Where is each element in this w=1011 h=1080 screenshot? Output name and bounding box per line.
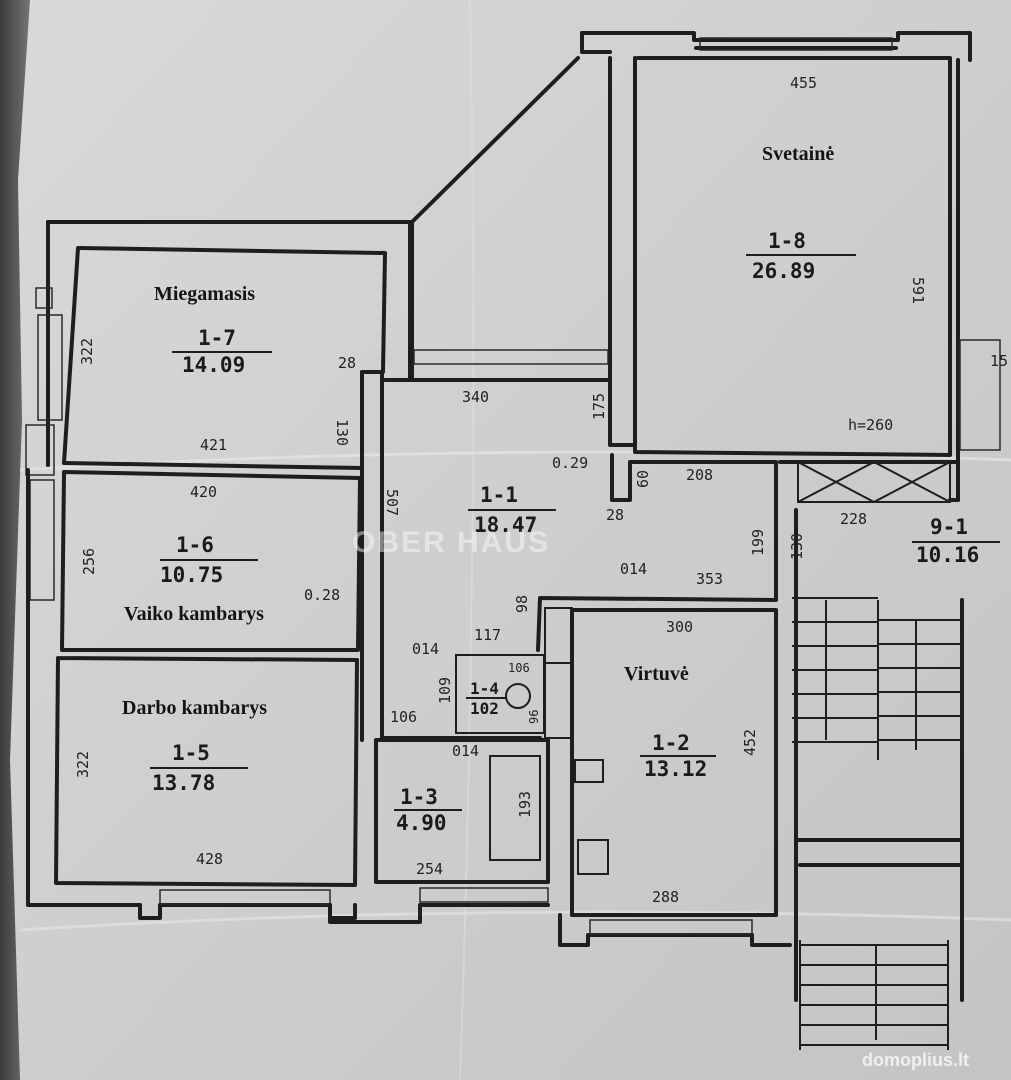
wc-id: 1-4 bbox=[470, 679, 499, 698]
hall-width: 340 bbox=[462, 388, 489, 406]
bath-width: 254 bbox=[416, 860, 443, 878]
common-area-labels: 228 130 9-1 10.16 15 bbox=[788, 352, 1008, 567]
living-room-width: 455 bbox=[790, 74, 817, 92]
office-room-labels: Darbo kambarys 1-5 13.78 322 428 bbox=[74, 697, 267, 868]
child-room-labels: 420 1-6 10.75 Vaiko kambarys 256 0.28 bbox=[80, 483, 340, 625]
wc-dim-96: 96 bbox=[527, 710, 541, 724]
bath-area: 4.90 bbox=[396, 811, 447, 835]
hall-dim-175: 175 bbox=[590, 393, 608, 420]
bath-dim-014: 014 bbox=[452, 742, 479, 760]
hall-dim-60: 60 bbox=[634, 470, 652, 488]
hall-dim-014: 014 bbox=[620, 560, 647, 578]
paper-fold bbox=[19, 910, 1011, 932]
stairwell bbox=[778, 460, 964, 1050]
wc-labels: 014 109 106 1-4 102 96 bbox=[412, 640, 541, 724]
child-room-name: Vaiko kambarys bbox=[124, 603, 264, 625]
hall-dim-353: 353 bbox=[696, 570, 723, 588]
wc-dim-109: 109 bbox=[436, 677, 454, 704]
bedroom-area: 14.09 bbox=[182, 353, 245, 377]
child-room-side: 0.28 bbox=[304, 586, 340, 604]
common-dim-228: 228 bbox=[840, 510, 867, 528]
bedroom-labels: Miegamasis 1-7 14.09 322 421 28 bbox=[78, 283, 356, 454]
paper-sheet bbox=[10, 0, 1011, 1080]
bedroom-depth: 322 bbox=[78, 338, 96, 365]
office-room-area: 13.78 bbox=[152, 771, 215, 795]
office-room-width: 428 bbox=[196, 850, 223, 868]
living-room-name: Svetainė bbox=[762, 143, 834, 165]
child-room-depth: 256 bbox=[80, 548, 98, 575]
child-room-walls bbox=[29, 370, 384, 742]
hall-dim-28: 28 bbox=[606, 506, 624, 524]
hall-dim-029: 0.29 bbox=[552, 454, 588, 472]
credit: domoplius.lt bbox=[862, 1050, 969, 1070]
bedroom-name: Miegamasis bbox=[154, 283, 255, 305]
hall-length: 507 bbox=[383, 489, 401, 516]
child-room-width: 420 bbox=[190, 483, 217, 501]
kitchen-area: 13.12 bbox=[644, 757, 707, 781]
living-room-area: 26.89 bbox=[752, 259, 815, 283]
kitchen-labels: 300 Virtuvė 1-2 13.12 452 288 bbox=[624, 618, 759, 906]
hall-dim-117: 117 bbox=[474, 626, 501, 644]
kitchen-walls bbox=[544, 607, 792, 947]
office-room-depth: 322 bbox=[74, 751, 92, 778]
kitchen-id: 1-2 bbox=[652, 731, 690, 755]
living-room-walls bbox=[580, 31, 1001, 502]
living-room-height: h=260 bbox=[848, 416, 893, 434]
kitchen-name: Virtuvė bbox=[624, 663, 689, 685]
bedroom-id: 1-7 bbox=[198, 326, 236, 350]
watermark: OBER HAUS bbox=[352, 526, 550, 559]
living-room-depth: 591 bbox=[909, 277, 927, 304]
bedroom-width: 421 bbox=[200, 436, 227, 454]
kitchen-depth: 452 bbox=[741, 729, 759, 756]
common-dim-130: 130 bbox=[788, 533, 806, 560]
hall-dim-199: 199 bbox=[749, 529, 767, 556]
hall-area: 18.47 bbox=[474, 513, 537, 537]
kitchen-width: 300 bbox=[666, 618, 693, 636]
bath-dim-106: 106 bbox=[390, 708, 417, 726]
child-room-id: 1-6 bbox=[176, 533, 214, 557]
bath-tub: 193 bbox=[516, 791, 534, 818]
bath-labels: 106 014 1-3 4.90 193 254 bbox=[390, 708, 534, 878]
wc-dim-106: 106 bbox=[508, 661, 530, 675]
hall-dim-208: 208 bbox=[686, 466, 713, 484]
bedroom-side: 28 bbox=[338, 354, 356, 372]
paper-fold bbox=[459, 0, 475, 1080]
living-room-id: 1-8 bbox=[768, 229, 806, 253]
kitchen-bottom: 288 bbox=[652, 888, 679, 906]
wc-dim-014: 014 bbox=[412, 640, 439, 658]
office-room-name: Darbo kambarys bbox=[122, 697, 267, 719]
child-room-area: 10.75 bbox=[160, 563, 223, 587]
hall-labels: 340 1-1 18.47 507 175 130 0.29 60 28 208… bbox=[333, 388, 767, 644]
office-room-id: 1-5 bbox=[172, 741, 210, 765]
office-room-walls bbox=[26, 468, 359, 920]
hall-dim-98: 98 bbox=[513, 595, 531, 613]
bath-walls bbox=[328, 738, 550, 924]
common-dim-15: 15 bbox=[990, 352, 1008, 370]
living-room-labels: Svetainė 1-8 26.89 455 591 h=260 bbox=[746, 74, 927, 434]
wc-area: 102 bbox=[470, 699, 499, 718]
common-id: 9-1 bbox=[930, 515, 968, 539]
hall-dim-130: 130 bbox=[333, 419, 351, 446]
hall-id: 1-1 bbox=[480, 483, 518, 507]
common-area: 10.16 bbox=[916, 543, 979, 567]
bath-id: 1-3 bbox=[400, 785, 438, 809]
